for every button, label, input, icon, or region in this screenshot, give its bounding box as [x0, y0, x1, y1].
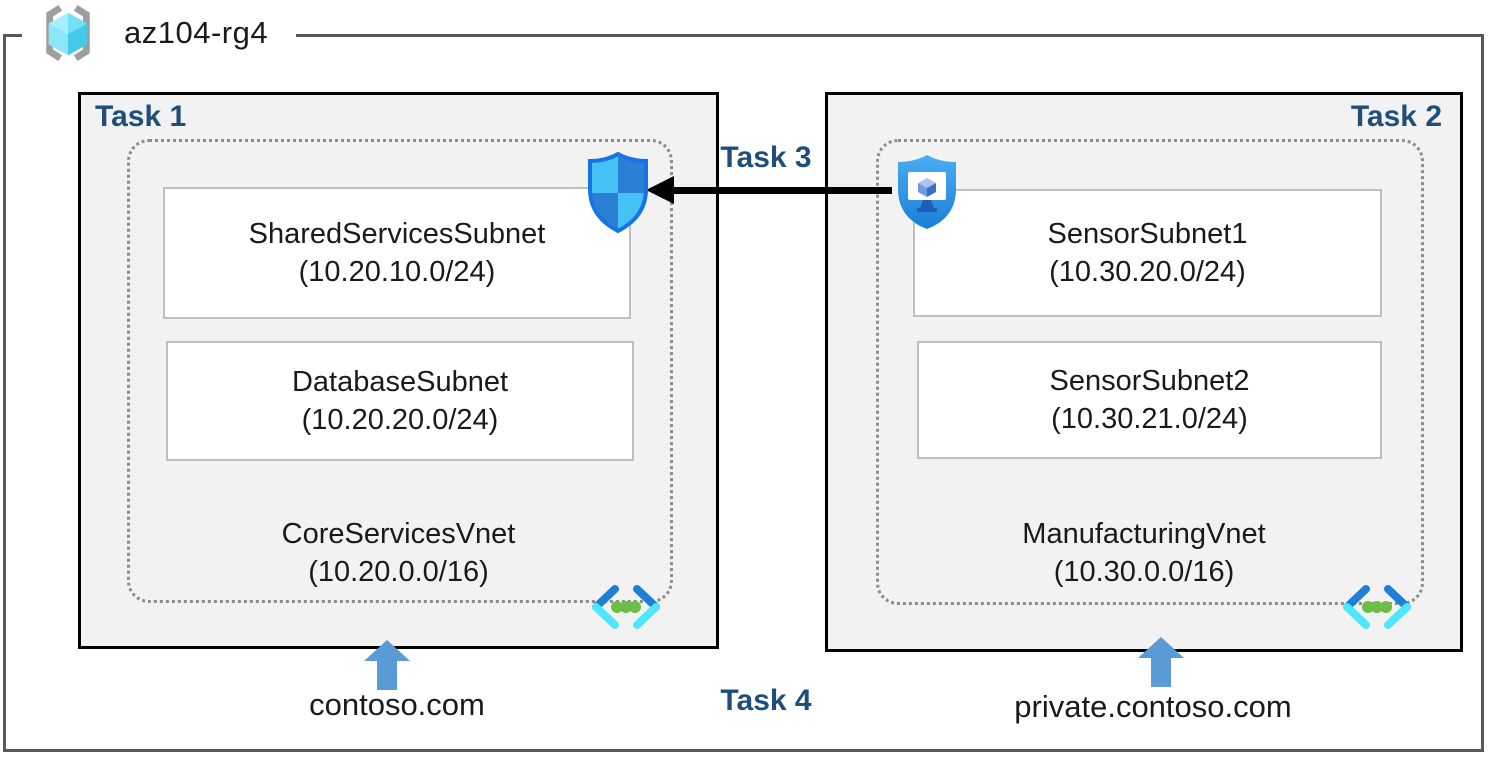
subnet-cidr: (10.20.10.0/24) — [298, 256, 496, 288]
vnet-name: ManufacturingVnet — [1022, 518, 1266, 550]
subnet-cidr: (10.30.21.0/24) — [1051, 403, 1248, 435]
contoso-dns-label: contoso.com — [309, 687, 485, 722]
resource-group-name: az104-rg4 — [124, 15, 269, 50]
resource-group-frame — [3, 34, 1484, 752]
task3-label: Task 3 — [720, 141, 812, 174]
subnet-name: SharedServicesSubnet — [248, 218, 546, 250]
shared-services-subnet-box: SharedServicesSubnet (10.20.10.0/24) — [163, 187, 631, 319]
virtual-network-icon — [592, 585, 660, 629]
subnet-cidr: (10.20.20.0/24) — [301, 404, 499, 436]
blue-up-arrow-icon — [364, 640, 410, 690]
task2-box: Task 2 SensorSubnet1 (10.30.20.0/24) Sen… — [825, 92, 1463, 652]
network-security-group-shield-icon — [588, 151, 648, 234]
private-contoso-dns-label: private.contoso.com — [1014, 689, 1292, 724]
subnet-name: SensorSubnet2 — [1049, 365, 1250, 397]
core-services-vnet-label: CoreServicesVnet (10.20.0.0/16) — [81, 515, 716, 591]
subnet-cidr: (10.30.20.0/24) — [1049, 256, 1246, 288]
database-subnet-box: DatabaseSubnet (10.20.20.0/24) — [166, 341, 634, 461]
manufacturing-vnet-label: ManufacturingVnet (10.30.0.0/16) — [828, 515, 1460, 591]
resource-group-icon — [46, 5, 90, 61]
bastion-monitor-shield-icon — [898, 155, 956, 229]
task2-label: Task 2 — [1350, 100, 1442, 133]
subnet-name: DatabaseSubnet — [291, 366, 509, 398]
task1-label: Task 1 — [95, 100, 187, 133]
vnet-cidr: (10.20.0.0/16) — [308, 556, 489, 588]
peering-arrow-head — [646, 176, 674, 204]
vnet-cidr: (10.30.0.0/16) — [1053, 556, 1235, 588]
blue-up-arrow-icon — [1138, 637, 1184, 687]
task1-box: Task 1 SharedServicesSubnet (10.20.10.0/… — [78, 92, 719, 649]
manufacturing-vnet-boundary — [876, 139, 1424, 605]
resource-group-label: az104-rg4 — [22, 1, 297, 65]
core-services-vnet-boundary — [127, 139, 673, 603]
peering-arrow-line — [672, 187, 892, 194]
task4-label: Task 4 — [720, 684, 812, 717]
virtual-network-icon — [1343, 585, 1411, 629]
vnet-name: CoreServicesVnet — [281, 518, 516, 550]
sensor-subnet2-box: SensorSubnet2 (10.30.21.0/24) — [917, 341, 1382, 459]
subnet-name: SensorSubnet1 — [1047, 218, 1248, 250]
sensor-subnet1-box: SensorSubnet1 (10.30.20.0/24) — [913, 189, 1382, 317]
